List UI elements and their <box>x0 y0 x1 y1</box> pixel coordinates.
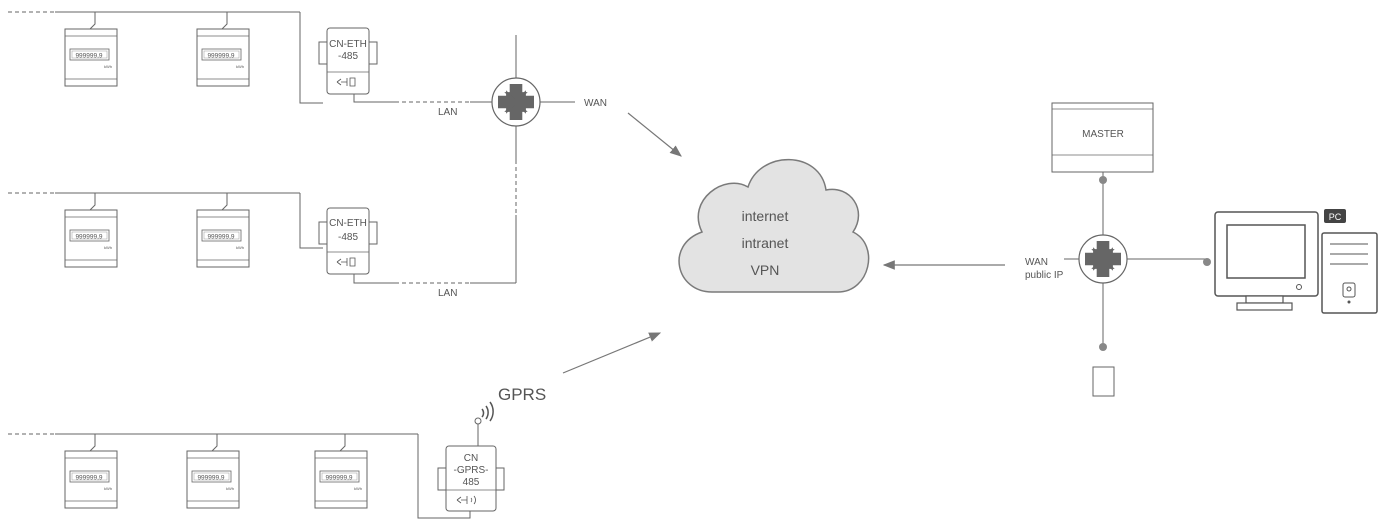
connector-dot <box>1203 258 1211 266</box>
meter-unit: kWh <box>226 486 234 491</box>
meter-unit: kWh <box>354 486 362 491</box>
meter-reading: 999999,9 <box>197 475 224 482</box>
gprs-module-line3: 485 <box>463 477 480 488</box>
meter-reading: 999999,9 <box>325 475 352 482</box>
row-bottom-wiring <box>8 433 471 519</box>
cn-gprs-485-module: CN -GPRS- 485 <box>437 401 505 512</box>
lan-mid-label: LAN <box>438 288 457 299</box>
lan-top-label: LAN <box>438 107 457 118</box>
meter-reading: 999999,9 <box>75 234 102 241</box>
gprs-module-line1: CN <box>464 453 478 464</box>
cloud-line-intranet: intranet <box>742 235 789 251</box>
meter-unit: kWh <box>236 64 244 69</box>
connector-dot <box>1099 176 1107 184</box>
module-mid-line2: -485 <box>338 232 358 243</box>
cloud-line-internet: internet <box>742 208 789 224</box>
master-device: MASTER <box>1051 102 1154 173</box>
row-mid-wiring <box>8 192 516 284</box>
cloud-line-vpn: VPN <box>751 262 780 278</box>
rs485-icon <box>456 495 476 505</box>
pc-badge <box>1324 209 1346 223</box>
module-top-line2: -485 <box>338 51 358 62</box>
antenna-signal-icon <box>481 401 494 422</box>
pc-icon: PC <box>1214 209 1378 314</box>
public-ip-label: public IP <box>1025 270 1064 281</box>
row-top-wiring <box>8 11 575 283</box>
cn-eth-485-module-top: CN-ETH -485 <box>318 27 378 95</box>
connection-arrows <box>562 112 1005 374</box>
meter-reading: 999999,9 <box>207 234 234 241</box>
cn-eth-485-module-mid: CN-ETH -485 <box>318 207 378 275</box>
meter-unit: kWh <box>104 64 112 69</box>
device-small-box <box>1092 366 1115 397</box>
meter-reading: 999999,9 <box>207 53 234 60</box>
module-top-line1: CN-ETH <box>329 39 367 50</box>
meter-reading: 999999,9 <box>75 53 102 60</box>
rs485-icon <box>336 257 356 267</box>
connector-dot <box>1099 343 1107 351</box>
right-wiring <box>1064 172 1207 347</box>
meter-unit: kWh <box>236 245 244 250</box>
module-mid-line1: CN-ETH <box>329 218 367 229</box>
gprs-label: GPRS <box>498 385 546 404</box>
router-top <box>491 77 541 127</box>
meter-reading: 999999,9 <box>75 475 102 482</box>
router-right <box>1078 234 1128 284</box>
meter-unit: kWh <box>104 245 112 250</box>
meter-unit: kWh <box>104 486 112 491</box>
meter-readings: 999999,9kWh999999,9kWh999999,9kWh999999,… <box>75 53 362 492</box>
wan-top-label: WAN <box>584 98 607 109</box>
gprs-module-line2: -GPRS- <box>454 465 489 476</box>
master-label: MASTER <box>1082 129 1124 140</box>
wan-right-label: WAN <box>1025 257 1048 268</box>
rs485-icon <box>336 77 356 87</box>
pc-badge-label: PC <box>1329 212 1342 222</box>
cloud-icon: internet intranet VPN <box>678 158 870 293</box>
